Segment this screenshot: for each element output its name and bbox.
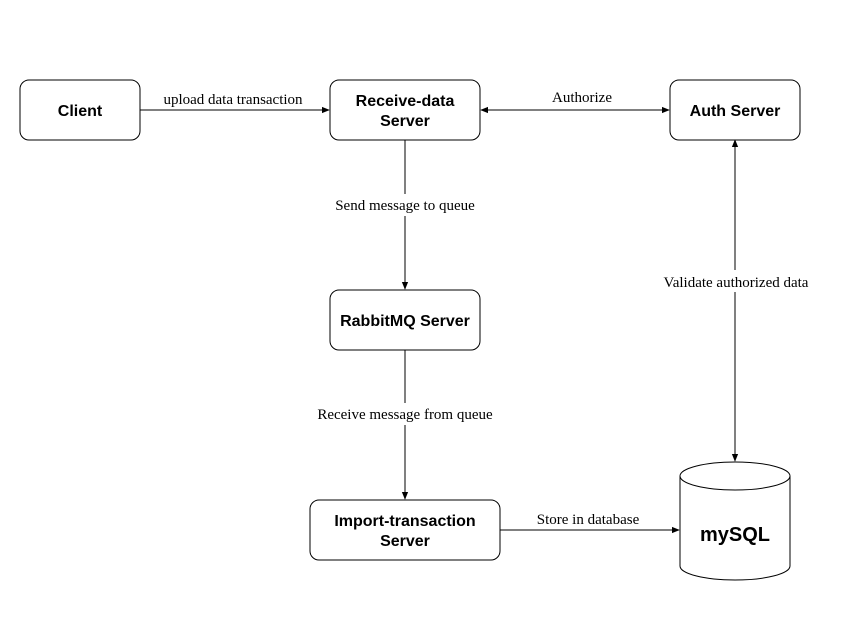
node-auth-label: Auth Server [690, 103, 781, 120]
node-client-label: Client [58, 103, 103, 120]
node-mysql-database: mySQL [679, 461, 791, 581]
edge-auth-mysql: Validate authorized data [652, 139, 820, 462]
edge-label-store: Store in database [537, 512, 640, 528]
node-receive-label-line2: Server [380, 113, 430, 130]
node-auth-server: Auth Server [669, 79, 801, 141]
edge-client-to-receive: upload data transaction [140, 92, 330, 114]
edge-label-validate: Validate authorized data [664, 275, 809, 291]
node-receive-label-line1: Receive-data [356, 93, 455, 110]
node-import-label-line2: Server [380, 533, 430, 550]
node-rabbit-label: RabbitMQ Server [340, 313, 470, 330]
edge-label-upload: upload data transaction [163, 92, 303, 108]
edge-receive-auth: Authorize [480, 90, 670, 114]
edge-label-authorize: Authorize [552, 90, 612, 106]
node-receive-data-server: Receive-data Server [329, 79, 481, 141]
edge-rabbit-to-import: Receive message from queue [306, 350, 504, 500]
edge-receive-to-rabbit: Send message to queue [322, 140, 488, 290]
node-import-transaction-server: Import-transaction Server [309, 499, 501, 561]
node-mysql-label: mySQL [700, 524, 770, 546]
edge-import-to-mysql: Store in database [500, 512, 680, 534]
node-client: Client [19, 79, 141, 141]
edge-label-send-message: Send message to queue [335, 198, 475, 214]
edge-label-receive-message: Receive message from queue [317, 407, 493, 423]
node-import-label-line1: Import-transaction [334, 513, 475, 530]
node-rabbitmq-server: RabbitMQ Server [329, 289, 481, 351]
